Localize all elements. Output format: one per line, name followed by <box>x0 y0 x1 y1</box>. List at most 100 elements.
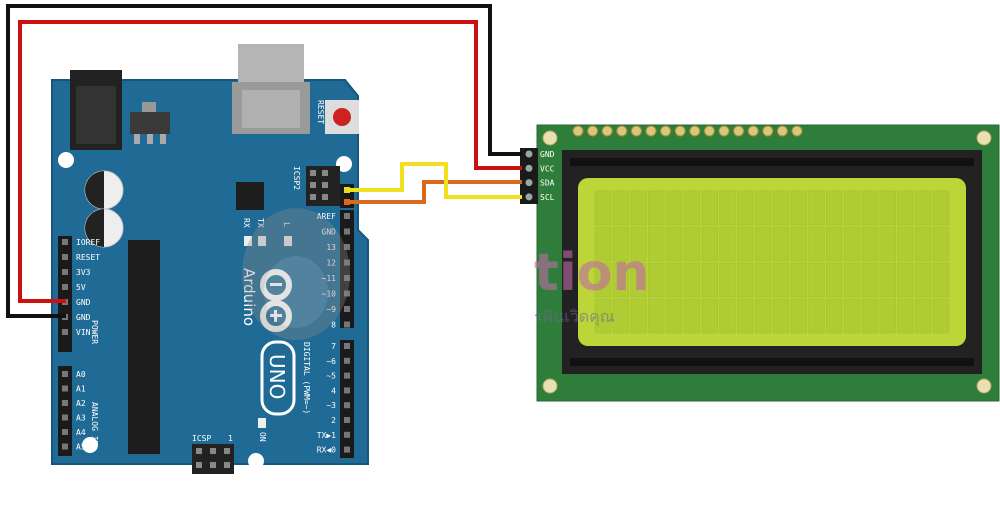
digital-pin[interactable] <box>344 228 350 235</box>
lcd-char-cell <box>754 298 772 334</box>
digital-pin-label: 13 <box>326 243 336 252</box>
lcd-parallel-pin <box>718 125 730 137</box>
on-label: ON <box>258 432 267 442</box>
digital-pin[interactable] <box>344 343 350 349</box>
lcd-char-cell <box>719 262 736 298</box>
lcd-parallel-pin <box>587 125 599 137</box>
analog-pin[interactable] <box>62 414 68 421</box>
lcd-parallel-pin <box>776 125 788 137</box>
lcd-char-cell <box>612 226 629 262</box>
digital-pin-label: ~11 <box>322 274 337 283</box>
lcd-i2c-pin-label: SDA <box>540 179 555 188</box>
watermark-mascot <box>242 208 350 340</box>
lcd-i2c-pin[interactable] <box>525 179 533 187</box>
lcd-char-cell <box>915 262 932 298</box>
lcd-char-cell <box>665 190 683 226</box>
digital-pin-label: 7 <box>331 342 336 351</box>
lcd-char-cell <box>932 298 950 334</box>
lcd-char-cell <box>843 262 861 298</box>
lcd-i2c-pin-label: GND <box>540 150 555 159</box>
brand-label: Arduino <box>240 268 258 326</box>
lcd-char-cell <box>861 262 879 298</box>
lcd-char-cell <box>790 262 807 298</box>
lcd-char-cell <box>648 262 665 298</box>
mounting-hole <box>248 453 264 469</box>
digital-pin-label: 8 <box>331 321 336 330</box>
digital-pin-label: TX▶1 <box>317 431 336 440</box>
arduino-uno-board: RESET ICSP2 TX RX L Ardu <box>51 44 369 474</box>
lcd-char-cell <box>861 298 879 334</box>
mounting-hole <box>976 378 992 394</box>
mounting-hole <box>58 152 74 168</box>
mounting-hole <box>542 378 558 394</box>
analog-pin[interactable] <box>62 385 68 392</box>
analog-pin[interactable] <box>62 400 68 406</box>
lcd-parallel-pin <box>630 125 642 137</box>
lcd-char-cell <box>612 262 629 298</box>
analog-pin[interactable] <box>62 443 68 450</box>
digital-pin[interactable] <box>344 290 350 297</box>
digital-pin[interactable] <box>344 357 350 364</box>
analog-pin-label: A4 <box>76 428 86 437</box>
tx-led <box>258 236 266 246</box>
digital-pin[interactable] <box>344 417 350 423</box>
lcd-char-cell <box>932 190 950 226</box>
analog-pin[interactable] <box>62 371 68 377</box>
digital-pin[interactable] <box>344 306 350 312</box>
lcd-char-cell <box>772 262 790 298</box>
watermark-text: tion <box>534 243 649 303</box>
arduino-logo <box>260 269 292 332</box>
usb-connector <box>238 44 304 84</box>
analog-header <box>58 366 72 456</box>
power-pin[interactable] <box>62 239 68 245</box>
lcd-char-cell <box>737 226 754 262</box>
digital-pin[interactable] <box>344 372 350 379</box>
digital-pin[interactable] <box>344 321 350 328</box>
lcd-char-cell <box>701 190 718 226</box>
lcd-i2c-pin[interactable] <box>525 193 533 201</box>
lcd-char-cell <box>808 262 825 298</box>
analog-pin[interactable] <box>62 429 68 435</box>
digital-pin[interactable] <box>344 213 350 219</box>
lcd-i2c-pin[interactable] <box>525 150 533 158</box>
digital-pin[interactable] <box>344 275 350 281</box>
lcd-char-cell <box>826 298 843 334</box>
rx-label: RX <box>242 218 251 228</box>
lcd-char-cell <box>701 298 718 334</box>
lcd-char-cell <box>737 262 754 298</box>
digital-pin-label: 4 <box>331 386 336 395</box>
lcd-char-cell <box>665 226 683 262</box>
power-pin[interactable] <box>62 254 68 260</box>
lcd-char-cell <box>683 226 701 262</box>
lcd-i2c-pin[interactable] <box>525 164 533 172</box>
digital-pin[interactable] <box>344 446 350 453</box>
power-pin[interactable] <box>62 269 68 275</box>
lcd-parallel-pin <box>572 125 584 137</box>
lcd-char-cell <box>648 226 665 262</box>
power-header <box>58 236 72 352</box>
lcd-char-cell <box>826 262 843 298</box>
digital-label: DIGITAL (PWM=~) <box>302 342 311 414</box>
digital-pin[interactable] <box>344 244 350 250</box>
reset-button-cap[interactable] <box>333 108 351 126</box>
analog-pin-label: A3 <box>76 414 86 423</box>
digital-pin-label: ~9 <box>326 305 336 314</box>
mounting-hole <box>976 130 992 146</box>
wires <box>6 4 522 318</box>
digital-pin[interactable] <box>344 259 350 266</box>
voltage-regulator <box>130 112 170 134</box>
power-pin-label: VIN <box>76 328 91 337</box>
power-pin[interactable] <box>62 329 68 335</box>
rx-led <box>244 236 252 246</box>
lcd-char-cell <box>932 262 950 298</box>
lcd-char-cell <box>843 226 861 262</box>
reset-label: RESET <box>316 100 325 124</box>
digital-pin[interactable] <box>344 431 350 438</box>
digital-pin[interactable] <box>344 402 350 409</box>
lcd-char-cell <box>879 298 896 334</box>
power-pin[interactable] <box>62 284 68 290</box>
digital-pin[interactable] <box>344 387 350 394</box>
lcd-char-cell <box>843 298 861 334</box>
